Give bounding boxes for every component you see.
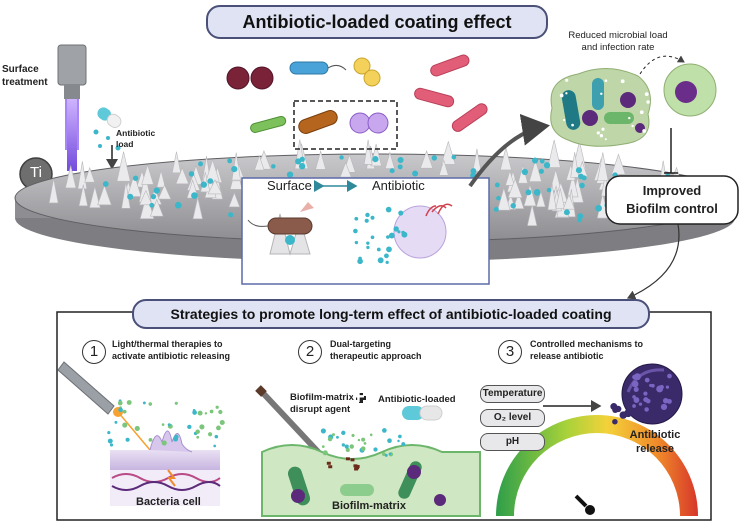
bacteria-cluster	[226, 54, 488, 134]
inset-antibiotic-label: Antibiotic	[372, 178, 425, 193]
inset-surface-label: Surface	[267, 178, 312, 193]
strategy-1-number: 1	[82, 340, 106, 364]
antibiotic-loaded-label: Antibiotic-loaded	[378, 394, 456, 405]
biofilm-matrix-label: Biofilm-matrix	[332, 500, 406, 512]
ti-label: Ti	[30, 164, 42, 181]
bacteria-cell-label: Bacteria cell	[136, 496, 201, 508]
plus-sign: +	[352, 384, 365, 409]
temperature-chip: Temperature	[480, 385, 545, 403]
zoom-box	[293, 100, 398, 150]
strategy-1-graphic	[57, 361, 221, 506]
plasma-device	[57, 44, 87, 171]
ph-chip: pH	[480, 433, 545, 451]
oxygen-level-chip: O₂ level	[480, 409, 545, 427]
top-title: Antibiotic-loaded coating effect	[206, 5, 548, 39]
reduced-load-tissue	[550, 55, 717, 147]
strategy-2-graphic	[255, 385, 481, 517]
strategy-2-number: 2	[298, 340, 322, 364]
capsule-icon	[97, 107, 122, 128]
strategy-3-number: 3	[498, 340, 522, 364]
bottom-title: Strategies to promote long-term effect o…	[132, 299, 650, 329]
zoom-inset	[241, 177, 490, 285]
